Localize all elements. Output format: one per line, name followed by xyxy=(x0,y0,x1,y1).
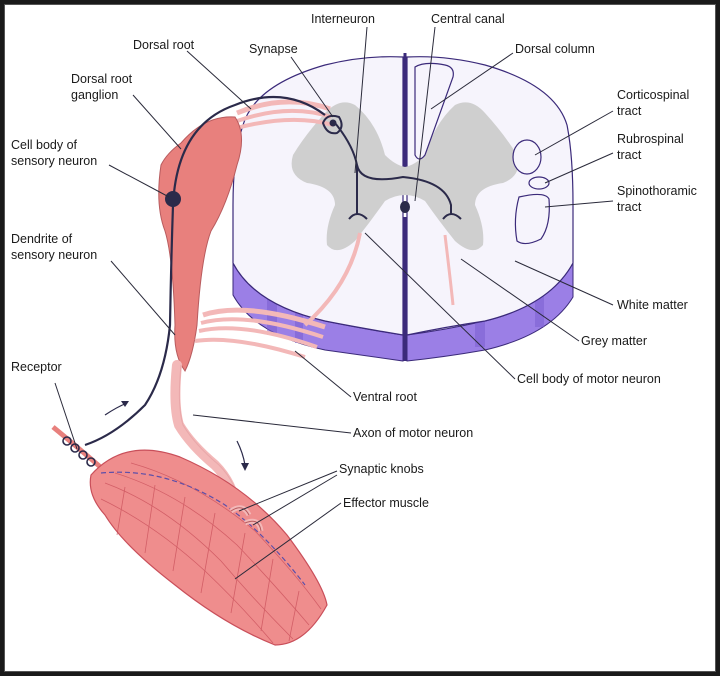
label-grey-matter: Grey matter xyxy=(581,334,647,348)
label-cell-body-motor: Cell body of motor neuron xyxy=(517,372,661,386)
label-spinothoramic-line2: tract xyxy=(617,200,642,214)
label-corticospinal-line1: Corticospinal xyxy=(617,88,689,102)
label-spinothoramic-line1: Spinothoramic xyxy=(617,184,697,198)
dorsal-column xyxy=(414,62,454,160)
leader-lines xyxy=(54,26,614,580)
effector-muscle xyxy=(89,449,328,646)
label-dendrite-line1: Dendrite of xyxy=(11,232,73,246)
label-dorsal-root-ganglion-line2: ganglion xyxy=(71,88,118,102)
central-canal xyxy=(400,201,410,213)
interneuron xyxy=(334,122,452,215)
rubrospinal-tract xyxy=(528,176,550,190)
labels: Interneuron Central canal Dorsal root Sy… xyxy=(11,12,697,510)
corticospinal-tract xyxy=(512,139,542,175)
label-dorsal-root-ganglion-line1: Dorsal root xyxy=(71,72,133,86)
label-rubrospinal-line1: Rubrospinal xyxy=(617,132,684,146)
label-synapse: Synapse xyxy=(249,42,298,56)
spinal-cord xyxy=(232,53,574,362)
label-receptor: Receptor xyxy=(11,360,62,374)
reflex-arc-diagram: Interneuron Central canal Dorsal root Sy… xyxy=(11,12,697,646)
label-dendrite-line2: sensory neuron xyxy=(11,248,97,262)
diagram-frame: Interneuron Central canal Dorsal root Sy… xyxy=(4,4,716,672)
sensory-neuron xyxy=(84,95,462,447)
label-interneuron: Interneuron xyxy=(311,12,375,26)
label-cell-body-sensory-line1: Cell body of xyxy=(11,138,78,152)
label-corticospinal-line2: tract xyxy=(617,104,642,118)
label-dorsal-column: Dorsal column xyxy=(515,42,595,56)
label-white-matter: White matter xyxy=(617,298,688,312)
motor-direction-arrow xyxy=(236,440,246,466)
label-effector-muscle: Effector muscle xyxy=(343,496,429,510)
label-rubrospinal-line2: tract xyxy=(617,148,642,162)
sensory-cell-body xyxy=(165,191,181,207)
dorsal-root-ganglion xyxy=(158,116,242,372)
label-ventral-root: Ventral root xyxy=(353,390,417,404)
spinothoramic-tract xyxy=(514,193,550,245)
receptor xyxy=(51,425,107,473)
label-axon-motor: Axon of motor neuron xyxy=(353,426,473,440)
label-central-canal: Central canal xyxy=(431,12,505,26)
label-dorsal-root: Dorsal root xyxy=(133,38,195,52)
label-synaptic-knobs: Synaptic knobs xyxy=(339,462,424,476)
label-cell-body-sensory-line2: sensory neuron xyxy=(11,154,97,168)
